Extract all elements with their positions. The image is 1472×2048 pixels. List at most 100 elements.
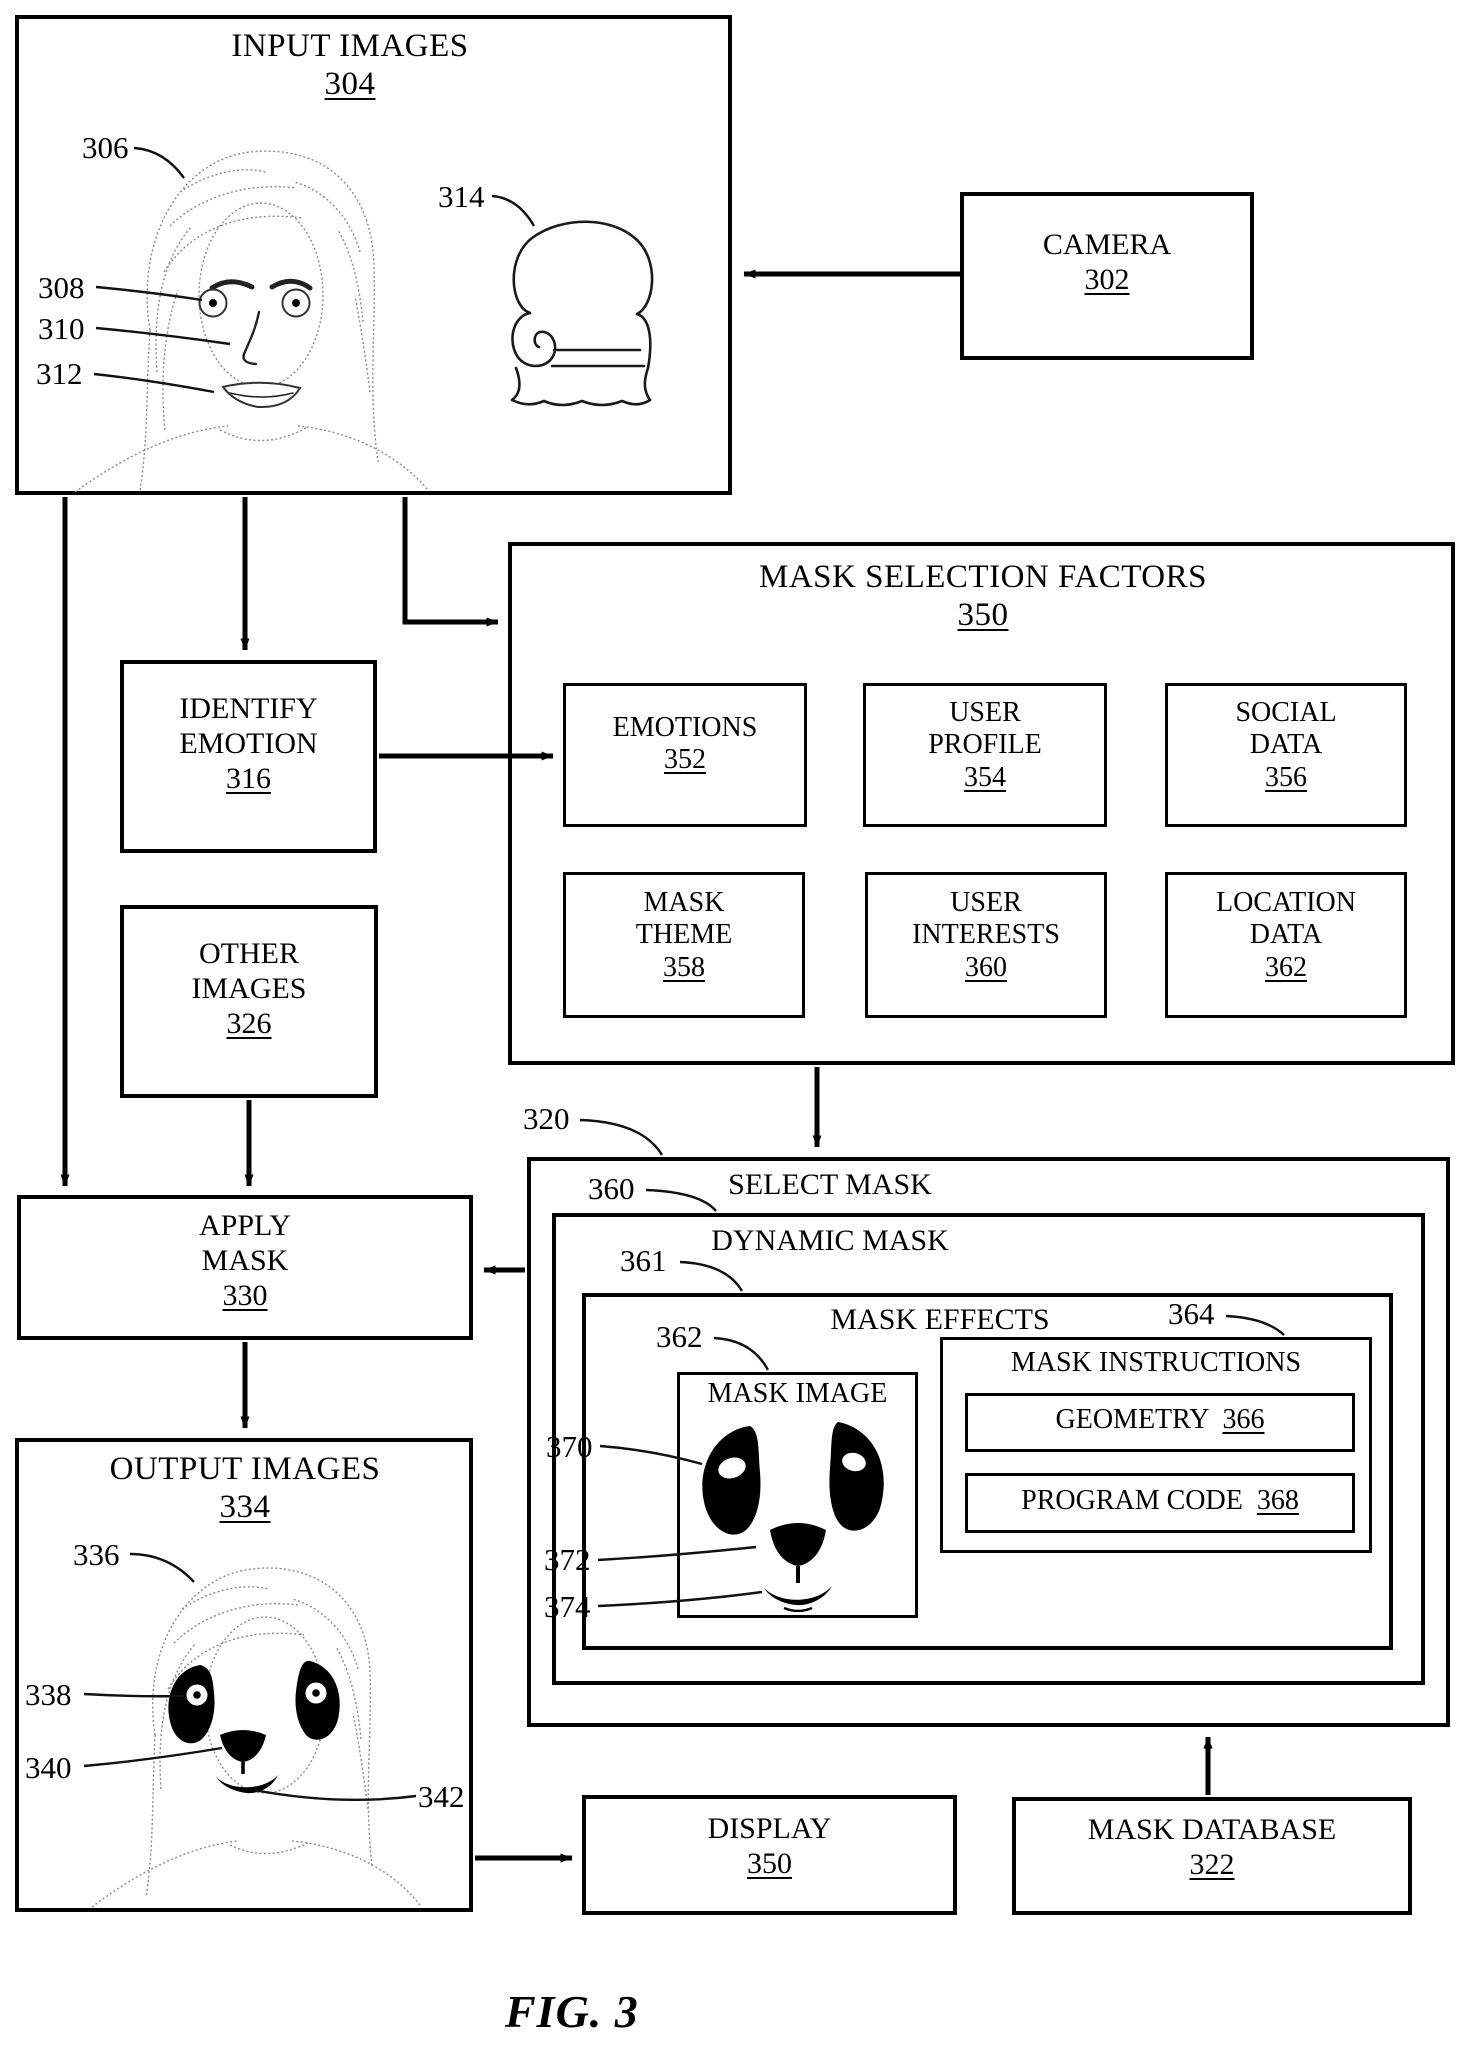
display-title: DISPLAY 350: [582, 1812, 957, 1882]
output-images-title: OUTPUT IMAGES 334: [35, 1450, 455, 1527]
mask-database-num: 322: [1189, 1847, 1235, 1881]
user-profile-line2: PROFILE: [928, 729, 1042, 761]
emotions-title: EMOTIONS 352: [563, 712, 807, 777]
emotions-num: 352: [664, 744, 706, 776]
identify-emotion-title: IDENTIFY EMOTION 316: [120, 692, 377, 796]
mask-selection-factors-label: MASK SELECTION FACTORS: [758, 559, 1207, 595]
geometry-title: GEOMETRY 366: [965, 1404, 1355, 1436]
mask-theme-title: MASK THEME 358: [563, 887, 805, 984]
user-interests-num: 360: [965, 951, 1007, 983]
user-profile-box: [863, 683, 1107, 827]
user-interests-line1: USER: [950, 887, 1022, 918]
camera-box: [960, 192, 1254, 360]
mask-theme-line2: THEME: [635, 919, 733, 951]
ref-308: 308: [38, 270, 85, 305]
ref-312: 312: [36, 356, 83, 391]
other-images-num: 326: [226, 1006, 272, 1040]
other-images-title: OTHER IMAGES 326: [120, 937, 378, 1041]
select-mask-title: SELECT MASK: [700, 1168, 960, 1203]
ref-314: 314: [438, 179, 485, 214]
mask-theme-num: 358: [663, 951, 705, 983]
program-code-num: 368: [1256, 1485, 1299, 1516]
identify-emotion-line2: EMOTION: [179, 726, 318, 760]
dynamic-mask-label: DYNAMIC MASK: [711, 1224, 949, 1257]
output-images-num: 334: [219, 1489, 271, 1526]
ref-338: 338: [25, 1677, 72, 1712]
social-data-line2: DATA: [1249, 729, 1323, 761]
apply-mask-line2: MASK: [201, 1243, 289, 1277]
program-code-title: PROGRAM CODE 368: [965, 1485, 1355, 1517]
mask-theme-line1: MASK: [643, 887, 725, 918]
ref-320: 320: [523, 1101, 570, 1136]
ref-361: 361: [620, 1243, 667, 1278]
program-code-label: PROGRAM CODE: [1021, 1485, 1243, 1516]
ref-336: 336: [73, 1537, 120, 1572]
other-images-box: [120, 905, 378, 1098]
social-data-line1: SOCIAL: [1235, 697, 1337, 728]
ref-306: 306: [82, 130, 129, 165]
location-data-num: 362: [1265, 951, 1307, 983]
apply-mask-box: [17, 1195, 473, 1340]
mask-image-title: MASK IMAGE: [677, 1378, 918, 1410]
camera-num: 302: [1084, 262, 1130, 296]
user-profile-title: USER PROFILE 354: [863, 697, 1107, 794]
user-profile-num: 354: [964, 761, 1006, 793]
identify-emotion-line1: IDENTIFY: [179, 692, 318, 725]
program-code-box: [965, 1473, 1355, 1533]
ref-342: 342: [418, 1779, 465, 1814]
location-data-box: [1165, 872, 1407, 1018]
user-interests-box: [865, 872, 1107, 1018]
display-num: 350: [747, 1846, 792, 1880]
apply-mask-title: APPLY MASK 330: [17, 1209, 473, 1313]
ref-372: 372: [544, 1542, 591, 1577]
location-data-title: LOCATION DATA 362: [1165, 887, 1407, 984]
user-profile-line1: USER: [949, 697, 1021, 728]
mask-database-label: MASK DATABASE: [1087, 1813, 1337, 1846]
arrow-input-to-factors: [402, 497, 499, 627]
social-data-num: 356: [1265, 761, 1307, 793]
mask-selection-factors-title: MASK SELECTION FACTORS 350: [608, 558, 1358, 635]
apply-mask-line1: APPLY: [198, 1209, 292, 1242]
ref-364: 364: [1168, 1296, 1215, 1331]
emotions-label: EMOTIONS: [612, 712, 758, 743]
location-data-line1: LOCATION: [1216, 887, 1356, 918]
display-label: DISPLAY: [707, 1812, 832, 1845]
mask-instructions-label: MASK INSTRUCTIONS: [1010, 1347, 1302, 1378]
geometry-num: 366: [1222, 1404, 1265, 1435]
mask-instructions-title: MASK INSTRUCTIONS: [940, 1347, 1372, 1379]
identify-emotion-num: 316: [226, 761, 271, 795]
mask-database-box: [1012, 1797, 1412, 1915]
input-images-label: INPUT IMAGES: [231, 28, 469, 64]
leader-320: [579, 1118, 664, 1156]
user-interests-title: USER INTERESTS 360: [865, 887, 1107, 984]
mask-image-label: MASK IMAGE: [707, 1378, 888, 1409]
user-interests-line2: INTERESTS: [912, 919, 1060, 951]
select-mask-label: SELECT MASK: [728, 1168, 932, 1201]
social-data-title: SOCIAL DATA 356: [1165, 697, 1407, 794]
figure-caption: FIG. 3: [505, 1986, 639, 2037]
ref-370: 370: [546, 1429, 593, 1464]
location-data-line2: DATA: [1249, 919, 1323, 951]
identify-emotion-box: [120, 660, 377, 853]
output-images-label: OUTPUT IMAGES: [109, 1451, 381, 1487]
dynamic-mask-title: DYNAMIC MASK: [690, 1224, 970, 1259]
ref-340: 340: [25, 1750, 72, 1785]
ref-360: 360: [588, 1171, 635, 1206]
other-images-line2: IMAGES: [191, 971, 307, 1005]
apply-mask-num: 330: [222, 1278, 268, 1312]
other-images-line1: OTHER: [199, 937, 299, 970]
mask-effects-title: MASK EFFECTS: [790, 1303, 1090, 1338]
camera-title: CAMERA 302: [960, 228, 1254, 298]
emotions-box: [563, 683, 807, 827]
social-data-box: [1165, 683, 1407, 827]
mask-selection-factors-num: 350: [957, 597, 1009, 634]
display-box: [582, 1795, 957, 1915]
ref-310: 310: [38, 311, 85, 346]
mask-effects-label: MASK EFFECTS: [830, 1303, 1050, 1336]
input-images-title: INPUT IMAGES 304: [140, 27, 560, 104]
mask-database-title: MASK DATABASE 322: [1012, 1813, 1412, 1883]
camera-label: CAMERA: [1042, 228, 1172, 261]
geometry-box: [965, 1393, 1355, 1452]
ref-362: 362: [656, 1319, 703, 1354]
